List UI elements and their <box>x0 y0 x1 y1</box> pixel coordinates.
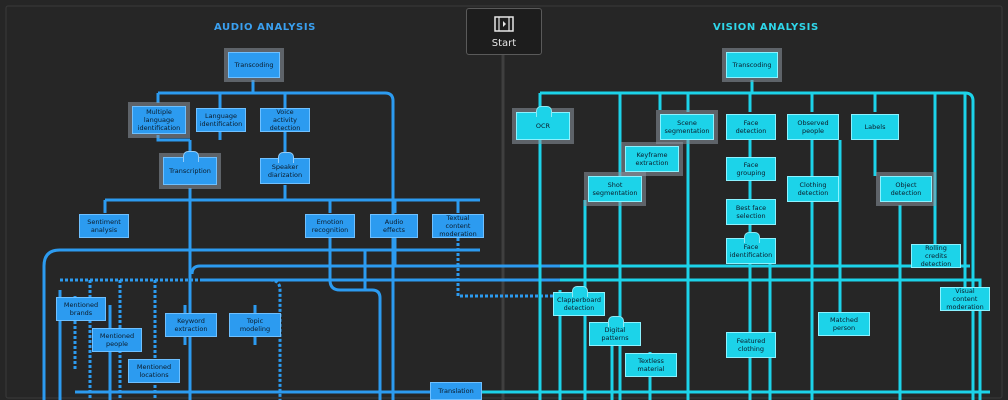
settings-icon <box>744 232 760 243</box>
node-label: Best face selection <box>735 204 767 220</box>
node-label: Mentioned locations <box>136 363 172 379</box>
audio-analysis-heading: AUDIO ANALYSIS <box>214 22 316 33</box>
settings-icon <box>572 286 588 297</box>
mentioned-brands-node[interactable]: Mentioned brands <box>56 297 106 321</box>
audio-effects-node[interactable]: Audio effects <box>370 214 418 238</box>
node-label: Speaker diarization <box>267 163 303 179</box>
object-detection-node[interactable]: Object detection <box>876 172 936 206</box>
node-label: Transcoding <box>234 61 274 69</box>
node-label: Textless material <box>637 357 665 373</box>
shot-segmentation-node[interactable]: Shot segmentation <box>584 172 646 206</box>
node-label: Clothing detection <box>797 181 829 197</box>
node-label: Language identification <box>199 112 243 128</box>
node-label: Featured clothing <box>736 337 766 353</box>
node-label: Face grouping <box>736 161 766 177</box>
node-label: Face identification <box>729 243 773 259</box>
textless-material-node[interactable]: Textless material <box>625 353 677 377</box>
node-label: Voice activity detection <box>269 108 301 132</box>
multiple-language-identification-node[interactable]: Multiple language identification <box>128 102 190 138</box>
settings-icon <box>278 152 294 163</box>
keyword-extraction-node[interactable]: Keyword extraction <box>165 313 217 337</box>
labels-node[interactable]: Labels <box>851 114 899 140</box>
keyframe-extraction-node[interactable]: Keyframe extraction <box>621 142 683 176</box>
vision-transcoding-node[interactable]: Transcoding <box>722 48 782 82</box>
node-label: Digital patterns <box>601 326 629 342</box>
node-label: Translation <box>438 387 474 395</box>
visual-content-moderation-node[interactable]: Visual content moderation <box>940 287 990 311</box>
transcription-node[interactable]: Transcription <box>159 151 221 189</box>
matched-person-node[interactable]: Matched person <box>818 312 870 336</box>
node-label: Face detection <box>735 119 767 135</box>
start-button[interactable]: Start <box>466 8 542 55</box>
node-label: Topic modeling <box>239 317 271 333</box>
sentiment-analysis-node[interactable]: Sentiment analysis <box>79 214 129 238</box>
settings-icon <box>183 151 199 162</box>
node-label: Observed people <box>797 119 829 135</box>
node-label: Textual content moderation <box>439 214 477 238</box>
digital-patterns-node[interactable]: Digital patterns <box>589 316 641 346</box>
settings-icon <box>608 316 624 327</box>
node-label: OCR <box>535 122 551 130</box>
node-label: Rolling credits detection <box>920 244 952 268</box>
face-identification-node[interactable]: Face identification <box>726 232 776 264</box>
node-label: Emotion recognition <box>311 218 349 234</box>
mentioned-people-node[interactable]: Mentioned people <box>92 328 142 352</box>
translation-node[interactable]: Translation <box>430 382 482 400</box>
textual-content-moderation-node[interactable]: Textual content moderation <box>432 214 484 238</box>
scene-segmentation-node[interactable]: Scene segmentation <box>656 110 718 144</box>
node-label: Sentiment analysis <box>87 218 121 234</box>
film-icon <box>494 16 514 32</box>
node-label: Matched person <box>830 316 858 332</box>
best-face-selection-node[interactable]: Best face selection <box>726 199 776 225</box>
node-label: Keyframe extraction <box>635 151 669 167</box>
vision-analysis-heading: VISION ANALYSIS <box>713 22 819 33</box>
node-label: Multiple language identification <box>137 108 181 132</box>
emotion-recognition-node[interactable]: Emotion recognition <box>305 214 355 238</box>
topic-modeling-node[interactable]: Topic modeling <box>229 313 281 337</box>
node-label: Transcoding <box>732 61 772 69</box>
node-label: Clapperboard detection <box>556 296 602 312</box>
node-label: Keyword extraction <box>174 317 208 333</box>
node-label: Labels <box>864 123 886 131</box>
featured-clothing-node[interactable]: Featured clothing <box>726 332 776 358</box>
start-label: Start <box>491 38 517 49</box>
rolling-credits-detection-node[interactable]: Rolling credits detection <box>911 244 961 268</box>
face-grouping-node[interactable]: Face grouping <box>726 157 776 181</box>
node-label: Transcription <box>169 167 211 175</box>
node-label: Visual content moderation <box>946 287 984 311</box>
language-identification-node[interactable]: Language identification <box>196 108 246 132</box>
settings-icon <box>536 106 552 117</box>
speaker-diarization-node[interactable]: Speaker diarization <box>260 152 310 184</box>
clapperboard-detection-node[interactable]: Clapperboard detection <box>553 286 605 316</box>
node-label: Mentioned brands <box>63 301 99 317</box>
observed-people-node[interactable]: Observed people <box>787 114 839 140</box>
node-label: Mentioned people <box>99 332 135 348</box>
node-label: Audio effects <box>383 218 405 234</box>
node-label: Scene segmentation <box>664 119 710 135</box>
ocr-node[interactable]: OCR <box>512 106 574 144</box>
face-detection-node[interactable]: Face detection <box>726 114 776 140</box>
node-label: Object detection <box>890 181 922 197</box>
clothing-detection-node[interactable]: Clothing detection <box>787 176 839 202</box>
node-label: Shot segmentation <box>592 181 638 197</box>
audio-transcoding-node[interactable]: Transcoding <box>224 48 284 82</box>
voice-activity-detection-node[interactable]: Voice activity detection <box>260 108 310 132</box>
mentioned-locations-node[interactable]: Mentioned locations <box>128 359 180 383</box>
